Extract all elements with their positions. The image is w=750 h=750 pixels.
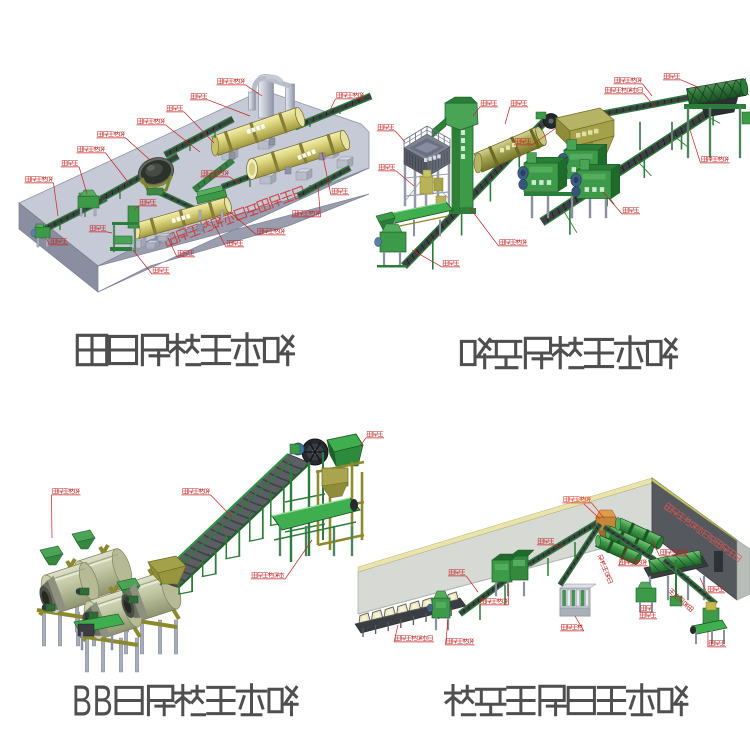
svg-text:B: B xyxy=(93,678,113,726)
svg-text:B: B xyxy=(72,678,92,726)
